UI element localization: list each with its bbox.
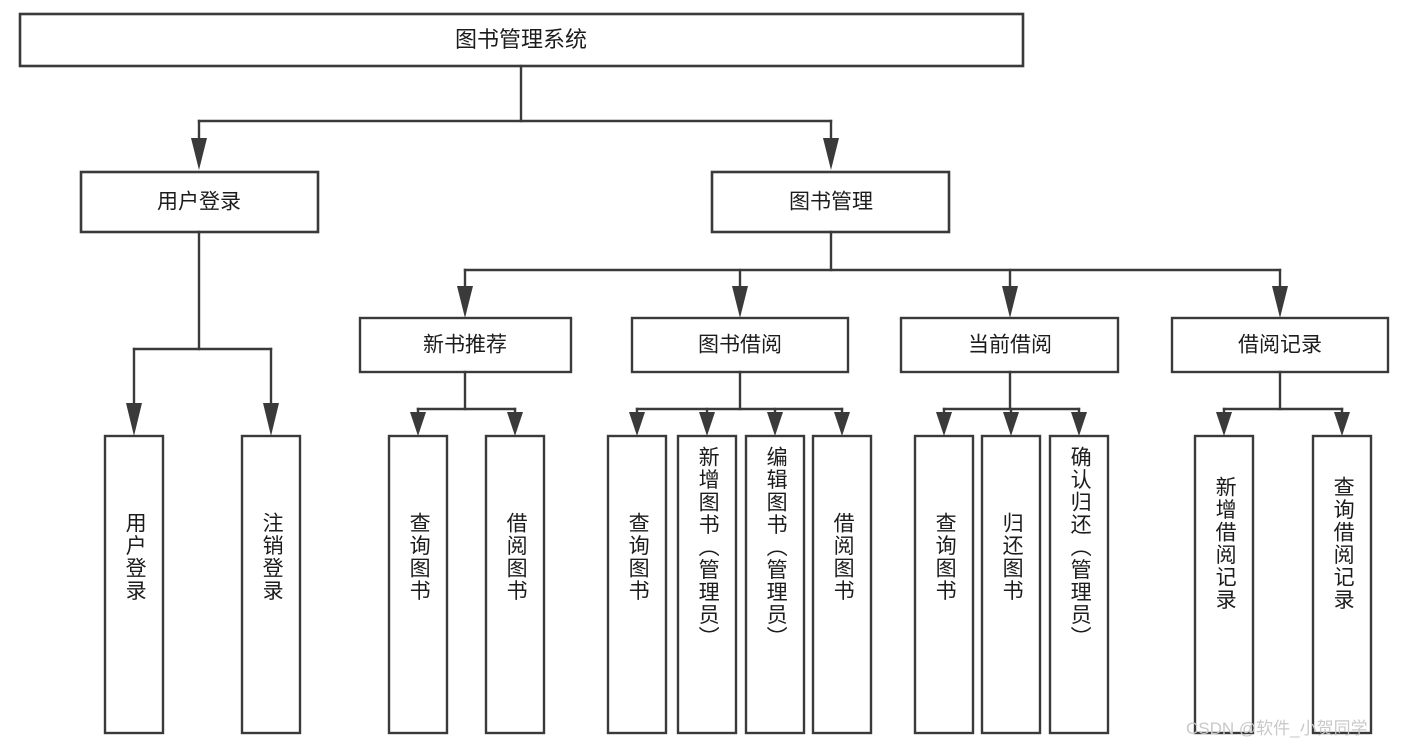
arrow-head-icon [1272, 286, 1288, 318]
arrow-head-icon [1071, 412, 1087, 436]
arrow-head-icon [1003, 412, 1019, 436]
leaf-box-cb-return[interactable] [980, 434, 1042, 735]
leaf-box-cb-query[interactable] [913, 434, 975, 735]
arrow-head-icon [457, 286, 473, 318]
arrow-head-icon [1216, 412, 1232, 436]
leaf-box-bb-edit[interactable] [744, 434, 806, 735]
arrow-head-icon [823, 138, 839, 170]
leaf-box-user-login[interactable] [103, 434, 165, 735]
node-root-box [18, 12, 1025, 68]
connector-current-borrow-to-leaves [936, 370, 1087, 436]
arrow-head-icon [1002, 286, 1018, 318]
arrow-head-icon [767, 412, 783, 436]
node-borrow-record-label: 借阅记录 [1238, 334, 1322, 357]
connector-new-book-to-leaves [410, 370, 523, 436]
arrow-head-icon [126, 403, 142, 436]
arrow-head-icon [834, 412, 850, 436]
node-current-borrow-box [899, 316, 1120, 374]
node-borrow-record[interactable]: 借阅记录 [1170, 316, 1390, 374]
leaf-box-rec-add[interactable] [1193, 434, 1255, 735]
leaf-box-bb-query[interactable] [606, 434, 668, 735]
arrow-head-icon [732, 286, 748, 318]
arrow-head-icon [936, 412, 952, 436]
arrow-head-icon [699, 412, 715, 436]
arrow-head-icon [1334, 412, 1350, 436]
leaf-box-bb-add[interactable] [676, 434, 738, 735]
node-user-login-label: 用户登录 [157, 191, 241, 214]
node-root[interactable]: 图书管理系统 [18, 12, 1025, 68]
node-current-borrow[interactable]: 当前借阅 [899, 316, 1120, 374]
connector-user-login-to-leaves [126, 230, 279, 436]
node-user-login[interactable]: 用户登录 [79, 170, 320, 234]
leaf-box-nb-borrow[interactable] [484, 434, 546, 735]
leaf-box-logout[interactable] [240, 434, 302, 735]
node-root-label: 图书管理系统 [455, 27, 587, 52]
leaf-box-nb-query[interactable] [387, 434, 449, 735]
arrow-head-icon [410, 412, 426, 436]
arrow-head-icon [263, 403, 279, 436]
leaf-box-cb-confirm[interactable] [1048, 434, 1110, 735]
node-book-management[interactable]: 图书管理 [710, 170, 951, 234]
arrow-head-icon [629, 412, 645, 436]
node-user-login-box [79, 170, 320, 234]
connector-root-to-level1 [191, 64, 839, 170]
arrow-head-icon [507, 412, 523, 436]
leaf-box-rec-query[interactable] [1311, 434, 1373, 735]
node-book-borrow-label: 图书借阅 [698, 334, 782, 357]
node-new-book-recommend[interactable]: 新书推荐 [358, 316, 573, 374]
arrow-head-icon [191, 138, 207, 170]
node-new-book-recommend-box [358, 316, 573, 374]
node-book-borrow[interactable]: 图书借阅 [630, 316, 850, 374]
watermark-text: CSDN @软件_小贺同学 [1186, 719, 1368, 738]
node-book-management-label: 图书管理 [789, 191, 873, 214]
connector-book-management-to-level2 [457, 230, 1288, 318]
node-new-book-recommend-label: 新书推荐 [423, 334, 507, 357]
connector-borrow-record-to-leaves [1216, 370, 1350, 436]
connector-book-borrow-to-leaves [629, 370, 850, 436]
leaf-box-bb-borrow[interactable] [811, 434, 873, 735]
node-current-borrow-label: 当前借阅 [968, 334, 1052, 357]
